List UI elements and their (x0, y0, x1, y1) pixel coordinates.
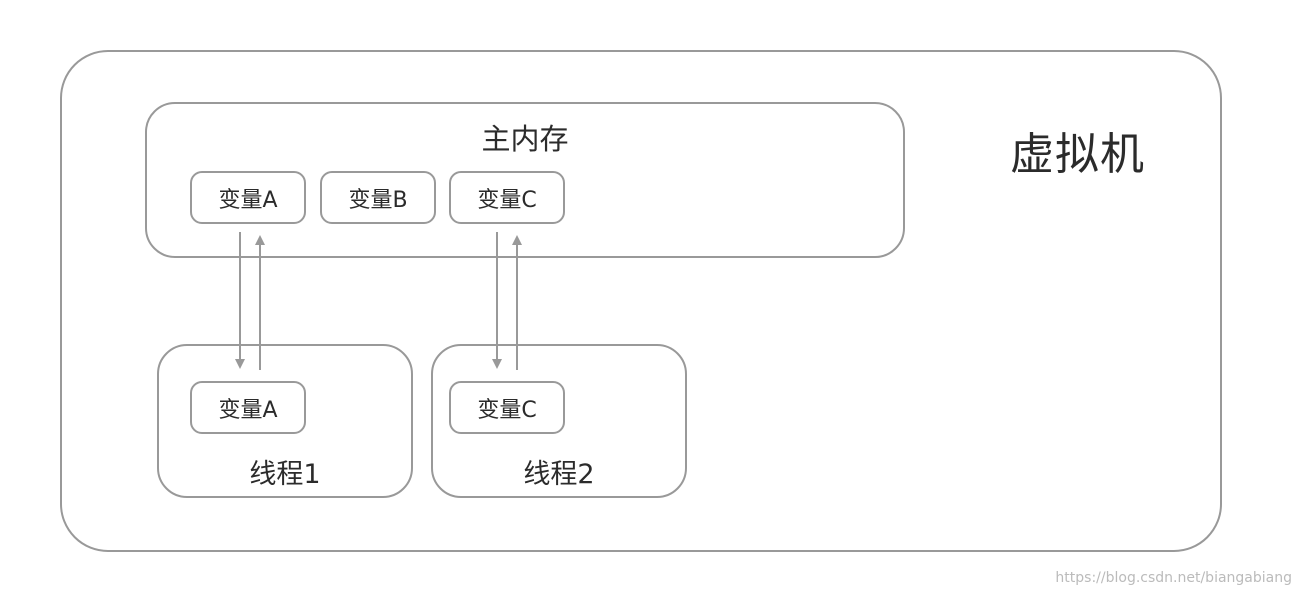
thread-1-variable: 变量A (190, 381, 306, 434)
thread-1-label: 线程1 (249, 459, 321, 490)
watermark-url: https://blog.csdn.net/biangabiang (1055, 570, 1292, 586)
thread-2-label: 线程2 (523, 459, 595, 490)
thread-2-variable: 变量C (449, 381, 565, 434)
main-memory-variable-b: 变量B (320, 171, 436, 224)
main-memory-variable-c: 变量C (449, 171, 565, 224)
virtual-machine-label: 虚拟机 (1010, 129, 1145, 180)
main-memory-variable-a: 变量A (190, 171, 306, 224)
main-memory-label: 主内存 (481, 122, 569, 156)
